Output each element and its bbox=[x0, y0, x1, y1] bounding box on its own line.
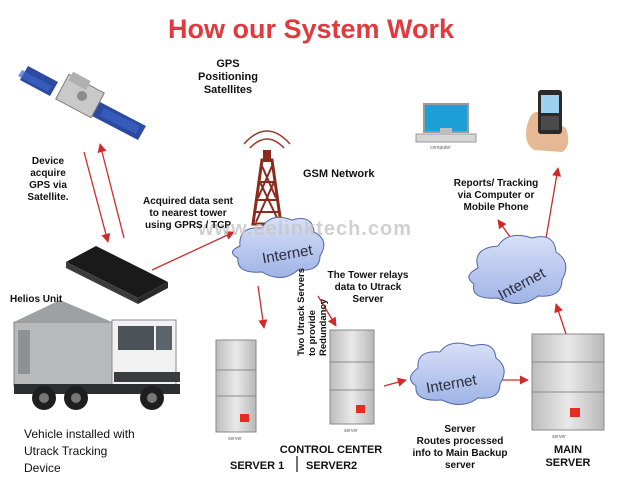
server-1-caption: server bbox=[228, 436, 242, 442]
server-1-icon bbox=[215, 339, 257, 433]
acquired-data-label: Acquired data sent to nearest tower usin… bbox=[142, 196, 234, 231]
internet-cloud-middle: Internet bbox=[410, 342, 505, 405]
internet-cloud-right: Internet bbox=[468, 234, 567, 304]
server2-label: SERVER2 bbox=[306, 460, 358, 472]
gsm-network-label: GSM Network bbox=[303, 168, 375, 180]
server-2-caption: server bbox=[344, 428, 358, 434]
control-center-label: CONTROL CENTER bbox=[279, 444, 383, 456]
tower-relays-label: The Tower relays data to Utrack Server bbox=[327, 270, 409, 305]
server-routes-label: Server Routes processed info to Main Bac… bbox=[412, 424, 508, 471]
main-server-caption: server bbox=[552, 434, 566, 440]
two-servers-label: Two Utrack Servers to provide Redundancy bbox=[296, 267, 329, 356]
flow-arrows bbox=[83, 143, 567, 387]
computer-caption: computer bbox=[430, 145, 451, 151]
server1-label: SERVER 1 bbox=[230, 460, 285, 472]
internet-cloud-left: Internet bbox=[232, 216, 325, 278]
truck-icon bbox=[13, 300, 180, 410]
gsm-tower-icon bbox=[243, 130, 291, 226]
mobile-phone-icon bbox=[526, 90, 569, 152]
reports-label: Reports/ Tracking via Computer or Mobile… bbox=[453, 178, 539, 213]
satellite-icon bbox=[18, 66, 146, 140]
helios-unit-icon bbox=[66, 246, 168, 304]
page-title: How our System Work bbox=[167, 14, 455, 44]
main-server-icon bbox=[531, 333, 605, 431]
watermark-text: www.eelinktech.com bbox=[198, 218, 412, 240]
main-server-label: MAIN SERVER bbox=[545, 444, 591, 469]
vehicle-label: Vehicle installed with Utrack Tracking D… bbox=[24, 427, 135, 475]
gps-satellites-label: GPS Positioning Satellites bbox=[198, 58, 258, 96]
computer-icon bbox=[415, 103, 477, 143]
server-2-icon bbox=[329, 329, 375, 425]
helios-unit-label: Helios Unit bbox=[10, 294, 63, 305]
device-acquire-label: Device acquire GPS via Satellite. bbox=[27, 156, 69, 203]
